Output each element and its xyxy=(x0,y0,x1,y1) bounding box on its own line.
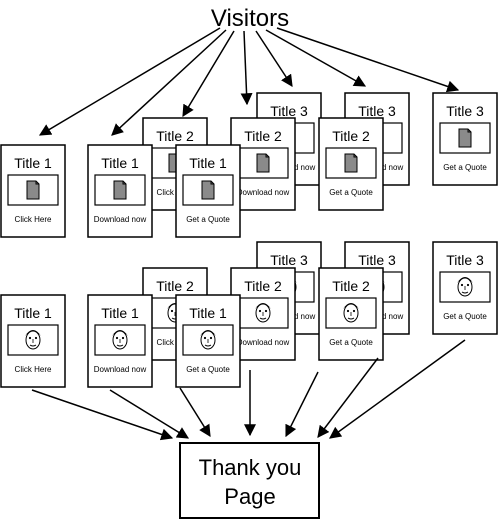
card-cta-label: Get a Quote xyxy=(329,338,373,347)
document-icon xyxy=(344,153,358,173)
card-title: Title 3 xyxy=(446,103,484,119)
card-cta-label: Click Here xyxy=(15,215,52,224)
card-title: Title 2 xyxy=(156,278,194,294)
card-title: Title 1 xyxy=(14,305,52,321)
conversion-arrow xyxy=(109,389,190,439)
landing-page-card: Title 2 Download now xyxy=(230,117,296,211)
card-title: Title 2 xyxy=(332,278,370,294)
card-cta-label: Get a Quote xyxy=(443,312,487,321)
visitor-arrow xyxy=(111,29,227,136)
thank-you-page-box: Thank you Page xyxy=(179,442,320,519)
card-title: Title 1 xyxy=(189,155,227,171)
face-icon xyxy=(25,330,41,350)
card-image-frame xyxy=(182,174,234,206)
landing-page-card: Title 3 Get a Quote xyxy=(432,92,498,186)
conversion-arrow xyxy=(31,389,174,441)
landing-page-card: Title 1 Download now xyxy=(87,294,153,388)
card-title: Title 1 xyxy=(14,155,52,171)
card-cta-label: Get a Quote xyxy=(186,215,230,224)
conversion-arrow xyxy=(179,387,211,438)
thank-you-line2: Page xyxy=(224,484,275,509)
card-title: Title 1 xyxy=(189,305,227,321)
card-title: Title 2 xyxy=(244,278,282,294)
face-icon xyxy=(255,303,271,323)
visitor-arrow xyxy=(255,30,293,88)
face-icon xyxy=(343,303,359,323)
landing-page-card: Title 1 Get a Quote xyxy=(175,294,241,388)
card-cta-label: Download now xyxy=(94,365,147,374)
visitor-arrows xyxy=(38,27,460,136)
conversion-arrow xyxy=(329,339,466,439)
landing-page-card: Title 3 Get a Quote xyxy=(432,241,498,335)
landing-page-card: Title 1 Click Here xyxy=(0,144,66,238)
document-icon xyxy=(256,153,270,173)
landing-page-card: Title 2 Get a Quote xyxy=(318,267,384,361)
card-title: Title 1 xyxy=(101,305,139,321)
face-icon xyxy=(200,330,216,350)
landing-page-card: Title 1 Click Here xyxy=(0,294,66,388)
landing-page-card: Title 1 Download now xyxy=(87,144,153,238)
card-title: Title 2 xyxy=(156,128,194,144)
document-icon xyxy=(113,180,127,200)
card-title: Title 3 xyxy=(270,252,308,268)
card-title: Title 3 xyxy=(358,252,396,268)
card-cta-label: Download now xyxy=(237,188,290,197)
face-icon xyxy=(112,330,128,350)
visitor-arrow xyxy=(240,30,253,106)
card-title: Title 2 xyxy=(244,128,282,144)
thank-you-line1: Thank you xyxy=(199,455,302,480)
card-cta-label: Get a Quote xyxy=(329,188,373,197)
conversion-arrows xyxy=(31,339,466,441)
visitor-arrow xyxy=(38,27,221,136)
card-title: Title 3 xyxy=(446,252,484,268)
card-title: Title 1 xyxy=(101,155,139,171)
conversion-arrow xyxy=(317,357,379,438)
visitor-arrow xyxy=(265,29,367,87)
visitor-arrow xyxy=(182,30,235,118)
card-title: Title 3 xyxy=(270,103,308,119)
document-icon xyxy=(458,128,472,148)
conversion-arrow xyxy=(285,371,319,438)
landing-page-card: Title 2 Get a Quote xyxy=(318,117,384,211)
face-icon xyxy=(457,277,473,297)
card-cta-label: Click Here xyxy=(15,365,52,374)
card-title: Title 3 xyxy=(358,103,396,119)
landing-page-card: Title 2 Download now xyxy=(230,267,296,361)
card-cta-label: Get a Quote xyxy=(443,163,487,172)
document-icon xyxy=(26,180,40,200)
visitor-arrow xyxy=(276,27,460,93)
card-title: Title 2 xyxy=(332,128,370,144)
landing-page-card: Title 1 Get a Quote xyxy=(175,144,241,238)
card-cta-label: Download now xyxy=(237,338,290,347)
document-icon xyxy=(201,180,215,200)
visitors-label: Visitors xyxy=(211,5,289,32)
card-cta-label: Get a Quote xyxy=(186,365,230,374)
card-cta-label: Download now xyxy=(94,215,147,224)
